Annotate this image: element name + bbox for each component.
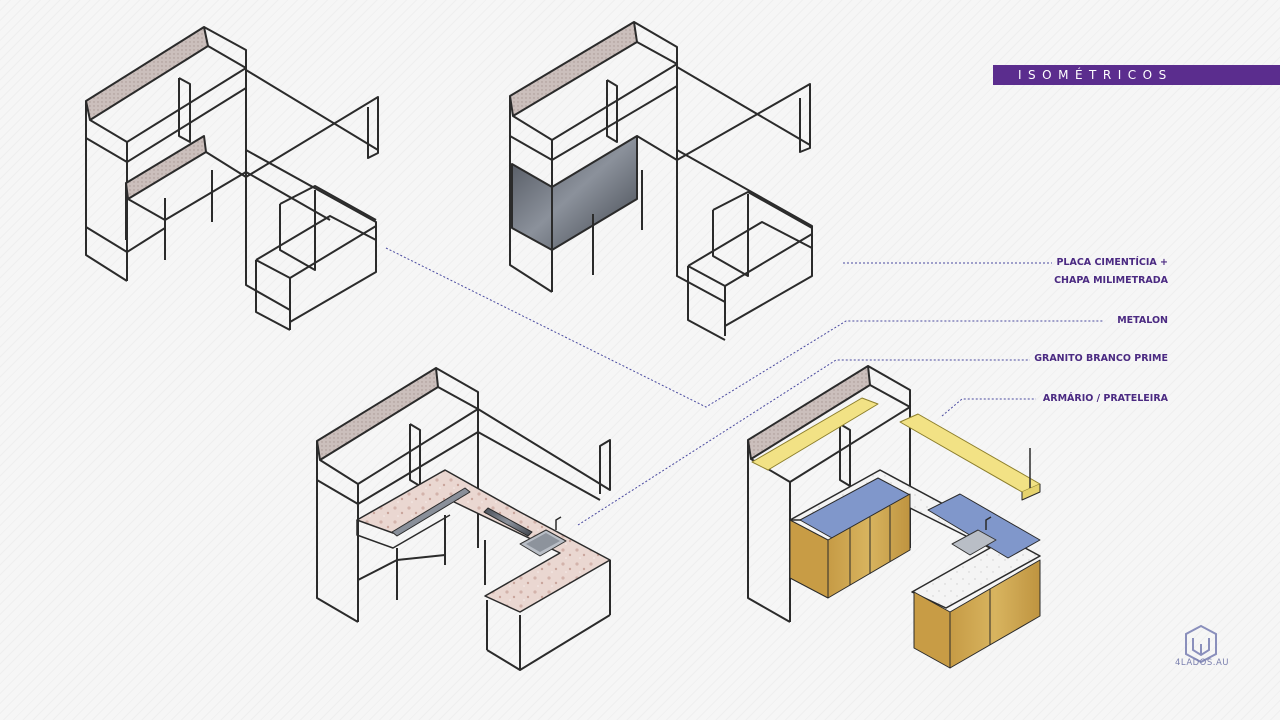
legend-placa-line1: PLACA CIMENTÍCIA + [1056,257,1168,268]
section-title: ISOMÉTRICOS [1018,68,1173,82]
legend-granito: GRANITO BRANCO PRIME [1034,350,1168,368]
logo-icon [1185,624,1217,664]
legend-granito-line1: GRANITO BRANCO PRIME [1034,353,1168,364]
mid-mesh-panel [125,135,207,200]
legend-metalon-line1: METALON [1117,315,1168,326]
shelf-yellow [751,397,879,471]
legend-placa: PLACA CIMENTÍCIA + CHAPA MILIMETRADA [1054,254,1168,290]
steel-channel-2 [483,507,533,537]
legend-placa-line2: CHAPA MILIMETRADA [1054,275,1168,286]
granite-countertop [356,469,611,613]
logo-text: 4LADOS.AU [1174,658,1230,668]
legend-armario-line1: ARMÁRIO / PRATELEIRA [1042,393,1168,404]
leader-lines [385,247,1104,526]
legend-metalon: METALON [1117,312,1168,330]
iso-drawing-granito [316,367,611,671]
iso-drawing-metalon [85,26,379,331]
section-title-bar: ISOMÉTRICOS [993,65,1280,85]
leader-armario [941,398,1036,417]
shelf-yellow-right [899,413,1041,493]
wood-cabinet-island-front [949,559,1041,669]
iso-drawing-placa [509,21,813,341]
leader-metalon [385,247,1104,408]
iso-drawing-armario [747,365,1041,669]
steel-channel [391,487,471,537]
sink [951,529,997,556]
legend-armario: ARMÁRIO / PRATELEIRA [1043,390,1168,408]
steel-backsplash-panel [511,135,638,251]
